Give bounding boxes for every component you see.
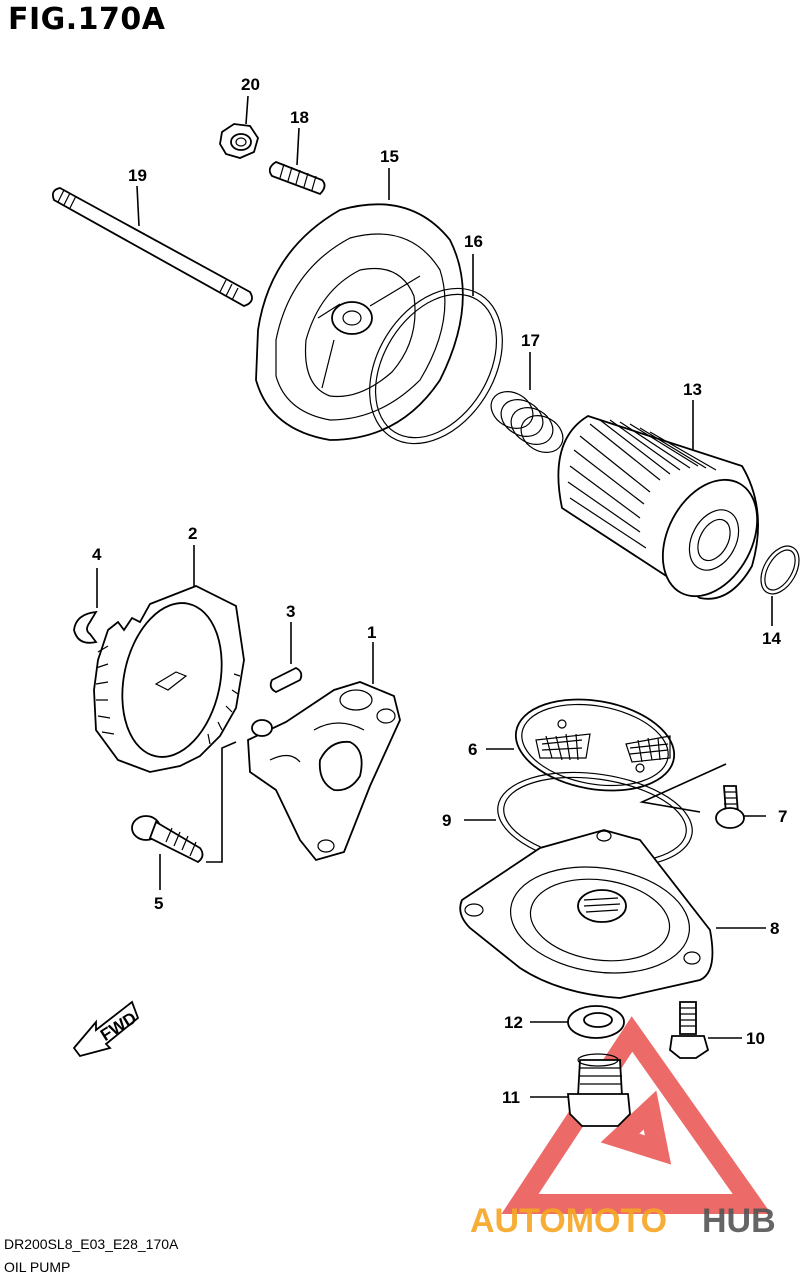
- callout-7: 7: [778, 807, 787, 826]
- part-4-circlip[interactable]: [73, 610, 98, 644]
- watermark-text: AUTOMOTO HUB: [470, 1202, 776, 1240]
- callout-17: 17: [521, 331, 540, 350]
- part-11-drain-plug[interactable]: [567, 1053, 631, 1127]
- part-18-stud[interactable]: [268, 161, 326, 196]
- callout-18: 18: [290, 108, 309, 127]
- part-15-oil-filter-cover[interactable]: [255, 203, 464, 441]
- callout-1: 1: [367, 623, 376, 642]
- part-19-bolt[interactable]: [51, 187, 253, 307]
- part-6-oil-strainer[interactable]: [509, 688, 682, 802]
- part-7-bolt[interactable]: [715, 785, 745, 829]
- callout-9: 9: [442, 811, 451, 830]
- callout-19: 19: [128, 166, 147, 185]
- part-12-washer[interactable]: [567, 1005, 625, 1039]
- callout-13: 13: [683, 380, 702, 399]
- callout-16: 16: [464, 232, 483, 251]
- callout-14: 14: [762, 629, 781, 648]
- callout-15: 15: [380, 147, 399, 166]
- callout-4: 4: [92, 545, 102, 564]
- watermark-text-part2: HUB: [702, 1202, 776, 1240]
- part-16-o-ring[interactable]: [342, 264, 529, 468]
- part-20-nut[interactable]: [219, 123, 259, 159]
- callout-10: 10: [746, 1029, 765, 1048]
- part-8-oil-pan-cover[interactable]: [459, 829, 714, 999]
- part-1-oil-pump[interactable]: [247, 681, 401, 862]
- part-14-o-ring[interactable]: [753, 539, 800, 600]
- footer-diagram-name: OIL PUMP: [4, 1259, 71, 1275]
- callout-3: 3: [286, 602, 295, 621]
- part-2-oil-pump-gear[interactable]: [93, 585, 245, 773]
- callout-8: 8: [770, 919, 779, 938]
- part-10-bolt[interactable]: [669, 1001, 710, 1059]
- part-13-oil-filter[interactable]: [557, 415, 776, 612]
- part-3-dowel-pin[interactable]: [269, 666, 303, 694]
- part-17-spring[interactable]: [484, 384, 569, 459]
- figure-title: FIG.170A: [8, 2, 166, 37]
- watermark-text-part1: AUTOMOTO: [470, 1202, 667, 1240]
- footer-diagram-code: DR200SL8_E03_E28_170A: [4, 1236, 179, 1252]
- fwd-arrow-icon: FWD: [72, 1000, 140, 1058]
- callout-5: 5: [154, 894, 163, 913]
- callout-12: 12: [504, 1013, 523, 1032]
- part-5-bolt[interactable]: [131, 815, 204, 864]
- callout-6: 6: [468, 740, 477, 759]
- watermark-logo-icon: [501, 1016, 772, 1214]
- callout-20: 20: [241, 75, 260, 94]
- callout-2: 2: [188, 524, 197, 543]
- callout-11: 11: [502, 1088, 520, 1107]
